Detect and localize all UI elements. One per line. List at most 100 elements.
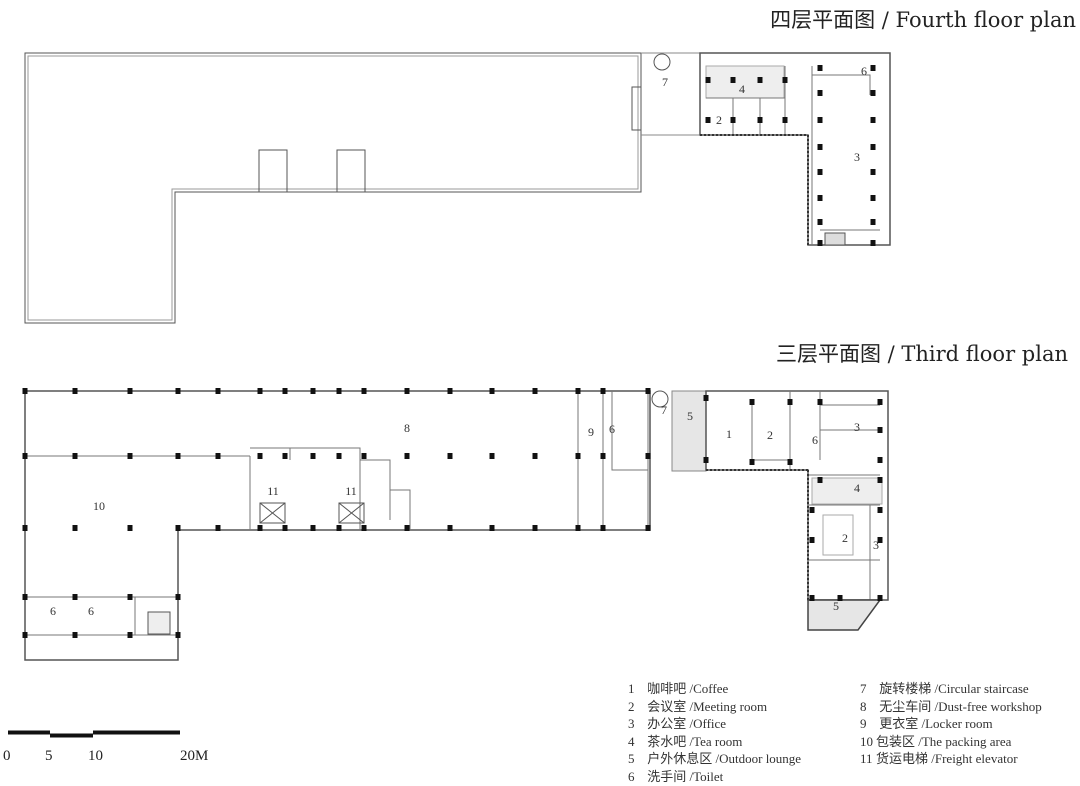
room-label: 6	[609, 422, 615, 436]
structural-column	[703, 395, 709, 401]
structural-column	[257, 525, 263, 531]
structural-column	[809, 507, 815, 513]
scale-label: 0	[3, 748, 11, 764]
legend-item: 7 旋转楼梯 /Circular staircase	[860, 681, 1029, 696]
structural-column	[645, 388, 651, 394]
structural-column	[447, 388, 453, 394]
spiral-stair	[653, 53, 671, 71]
room-label: 8	[404, 421, 410, 435]
structural-column	[336, 525, 342, 531]
room-label: 3	[854, 150, 860, 164]
legend-right: 7 旋转楼梯 /Circular staircase 8 无尘车间 /Dust-…	[860, 680, 1042, 768]
structural-column	[757, 117, 763, 123]
structural-column	[870, 117, 876, 123]
scale-label: 5	[45, 748, 53, 764]
structural-column	[817, 169, 823, 175]
structural-column	[757, 77, 763, 83]
structural-column	[22, 388, 28, 394]
structural-column	[809, 537, 815, 543]
structural-column	[837, 595, 843, 601]
structural-column	[404, 453, 410, 459]
structural-column	[72, 388, 78, 394]
room-label: 5	[687, 409, 693, 423]
room-label: 11	[345, 484, 357, 498]
interior-walls	[706, 66, 880, 245]
scale-bar	[8, 730, 180, 738]
room-label: 7	[661, 403, 667, 417]
structural-column	[782, 77, 788, 83]
stair	[147, 611, 171, 635]
structural-column	[489, 525, 495, 531]
structural-column	[532, 525, 538, 531]
structural-column	[336, 388, 342, 394]
roof-skylight	[258, 149, 288, 193]
structural-column	[22, 632, 28, 638]
structural-column	[336, 453, 342, 459]
structural-column	[72, 525, 78, 531]
interior-walls	[25, 391, 649, 636]
structural-column	[282, 388, 288, 394]
meeting-room-table	[822, 514, 854, 556]
structural-column	[127, 453, 133, 459]
third-floor-title: 三层平面图 / Third floor plan	[775, 342, 1068, 366]
tea-room-area	[811, 477, 883, 505]
structural-column	[310, 525, 316, 531]
structural-column	[730, 77, 736, 83]
structural-column	[175, 453, 181, 459]
structural-column	[22, 525, 28, 531]
structural-column	[749, 459, 755, 465]
roof-outline	[24, 52, 642, 324]
structural-column	[870, 195, 876, 201]
structural-column	[175, 525, 181, 531]
roof-skylight	[336, 149, 366, 193]
structural-column	[282, 453, 288, 459]
structural-column	[175, 632, 181, 638]
stair	[824, 232, 846, 246]
structural-column	[703, 457, 709, 463]
legend-item: 2 会议室 /Meeting room	[628, 698, 768, 714]
legend-item: 9 更衣室 /Locker room	[860, 716, 993, 732]
structural-column	[870, 90, 876, 96]
structural-column	[361, 453, 367, 459]
structural-column	[787, 399, 793, 405]
structural-column	[447, 525, 453, 531]
structural-column	[175, 388, 181, 394]
legend-left: 1 咖啡吧 /Coffee 2 会议室 /Meeting room 3 办公室 …	[628, 680, 801, 786]
structural-column	[282, 525, 288, 531]
legend-item: 8 无尘车间 /Dust-free workshop	[860, 698, 1042, 714]
structural-column	[600, 525, 606, 531]
room-labels: 7 4 2 6 3 8 10 11 11 6 6 9 6 7 5 1 2 6 3…	[50, 64, 879, 618]
structural-column	[787, 459, 793, 465]
legend-item: 4 茶水吧 /Tea room	[628, 733, 743, 749]
structural-column	[127, 525, 133, 531]
structural-column	[404, 388, 410, 394]
wavy-facade	[700, 134, 809, 245]
structural-column	[447, 453, 453, 459]
structural-column	[730, 117, 736, 123]
structural-column	[127, 594, 133, 600]
fourth-floor-title: 四层平面图 / Fourth floor plan	[770, 8, 1076, 32]
structural-column	[817, 65, 823, 71]
legend-item: 5 户外休息区 /Outdoor lounge	[628, 751, 802, 767]
scale-label: 20M	[180, 748, 209, 764]
room-label: 9	[588, 425, 594, 439]
structural-column	[705, 77, 711, 83]
structural-column	[532, 388, 538, 394]
room-label: 6	[88, 604, 94, 618]
structural-column	[870, 144, 876, 150]
structural-column	[404, 525, 410, 531]
structural-column	[489, 388, 495, 394]
structural-column	[361, 525, 367, 531]
room-label: 6	[861, 64, 867, 78]
structural-column	[877, 595, 883, 601]
fourth-floor-plan	[24, 52, 891, 324]
structural-column	[72, 594, 78, 600]
room-label: 1	[726, 427, 732, 441]
room-label: 4	[854, 481, 860, 495]
room-label: 3	[873, 538, 879, 552]
wavy-facade	[706, 469, 809, 600]
structural-column	[877, 507, 883, 513]
outdoor-lounge	[671, 390, 707, 472]
